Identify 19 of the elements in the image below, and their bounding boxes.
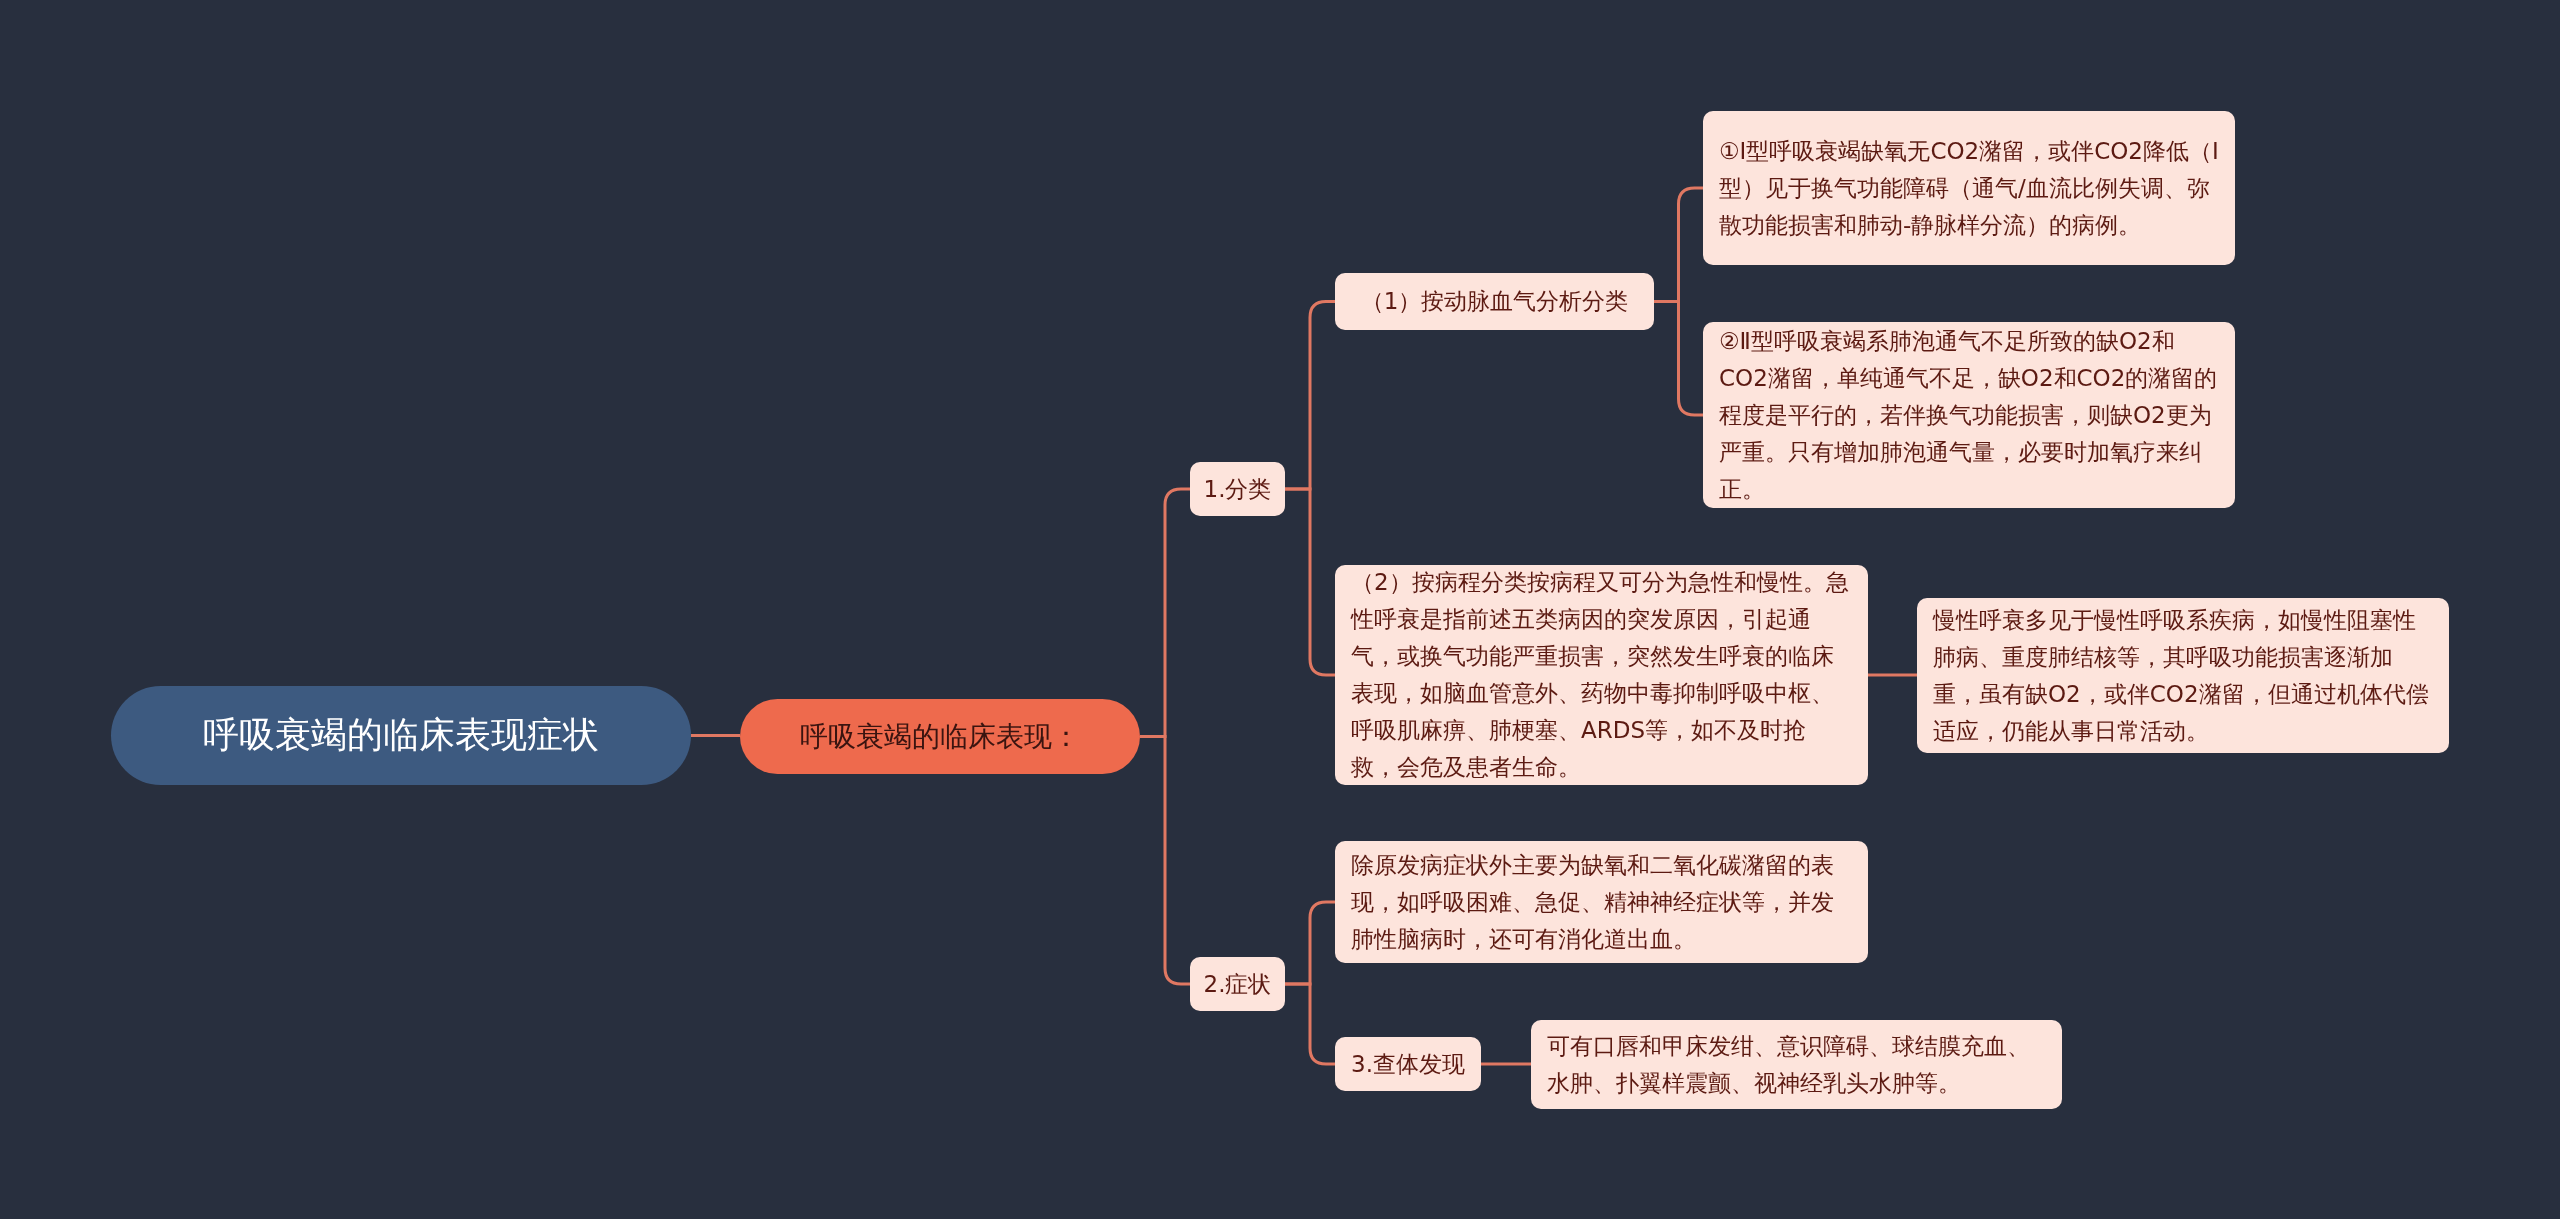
connector-line [1481, 1062, 1531, 1066]
topic-box: 2.症状 [1190, 957, 1285, 1011]
topic-box: ①Ⅰ型呼吸衰竭缺氧无CO2潴留，或伴CO2降低（Ⅰ型）见于换气功能障碍（通气/血流比例失调、弥散功能损害和肺动-静脉样分流）的病例。 [1703, 111, 2235, 265]
connector-line [1654, 300, 1703, 417]
connector-line [1285, 982, 1335, 1066]
topic-box: 可有口唇和甲床发绀、意识障碍、球结膜充血、水肿、扑翼样震颤、视神经乳头水肿等。 [1531, 1020, 2062, 1109]
connector-line [1285, 487, 1335, 677]
topic-box: 除原发病症状外主要为缺氧和二氧化碳潴留的表现，如呼吸困难、急促、精神神经症状等，并发肺性脑病时，还可有消化道出血。 [1335, 841, 1868, 963]
connector-line [1140, 735, 1190, 986]
topic-box: 慢性呼衰多见于慢性呼吸系疾病，如慢性阻塞性肺病、重度肺结核等，其呼吸功能损害逐渐加重，虽有缺O2，或伴CO2潴留，但通过机体代偿适应，仍能从事日常活动。 [1917, 598, 2449, 753]
topic-box: （2）按病程分类按病程又可分为急性和慢性。急性呼衰是指前述五类病因的突发原因，引起通气，或换气功能严重损害，突然发生呼衰的临床表现，如脑血管意外、药物中毒抑制呼吸中枢、呼吸肌麻痹、肺梗塞、ARDS等，如不及时抢救，会危及患者生命。 [1335, 565, 1868, 785]
connector-line [1868, 673, 1917, 677]
topic-box: 1.分类 [1190, 462, 1285, 516]
topic-box: 3.查体发现 [1335, 1037, 1481, 1091]
root-topic: 呼吸衰竭的临床表现症状 [111, 686, 691, 785]
topic-box: ②Ⅱ型呼吸衰竭系肺泡通气不足所致的缺O2和CO2潴留，单纯通气不足，缺O2和CO2的潴留的程度是平行的，若伴换气功能损害，则缺O2更为严重。只有增加肺泡通气量，必要时加氧疗来纠正。 [1703, 322, 2235, 508]
connector-line [691, 734, 740, 737]
topic-box: （1）按动脉血气分析分类 [1335, 273, 1654, 330]
main-topic: 呼吸衰竭的临床表现： [740, 699, 1140, 774]
